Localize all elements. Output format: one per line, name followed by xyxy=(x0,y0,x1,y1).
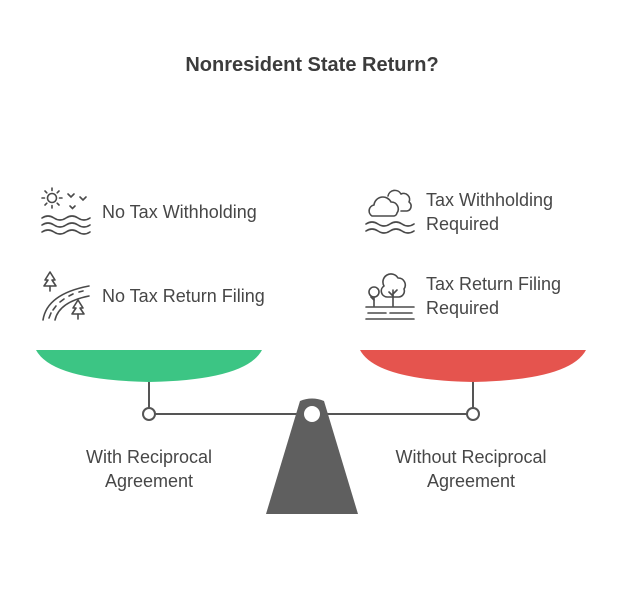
right-pivot xyxy=(466,407,480,421)
right-pan xyxy=(360,350,586,382)
fulcrum xyxy=(266,398,358,514)
item-no-tax-withholding: No Tax Withholding xyxy=(40,186,272,238)
item-label: Tax Withholding Required xyxy=(426,190,554,234)
item-label: Tax Return Filing Required xyxy=(426,274,562,318)
road-trees-icon xyxy=(42,271,90,321)
cloud-waves-icon xyxy=(365,189,415,234)
item-no-tax-return-filing: No Tax Return Filing xyxy=(40,270,272,322)
sun-waves-icon xyxy=(41,187,91,235)
left-caption: With Reciprocal Agreement xyxy=(85,447,213,491)
item-tax-return-filing-required: Tax Return Filing Required xyxy=(364,270,596,322)
trees-landscape-icon xyxy=(365,273,415,320)
right-caption: Without Reciprocal Agreement xyxy=(395,447,547,491)
fulcrum-pivot xyxy=(304,406,320,422)
item-tax-withholding-required: Tax Withholding Required xyxy=(364,186,596,238)
left-pan xyxy=(36,350,262,382)
item-label: No Tax Return Filing xyxy=(102,286,265,306)
left-pivot xyxy=(142,407,156,421)
item-label: No Tax Withholding xyxy=(102,202,257,222)
page-title: Nonresident State Return? xyxy=(185,54,439,76)
